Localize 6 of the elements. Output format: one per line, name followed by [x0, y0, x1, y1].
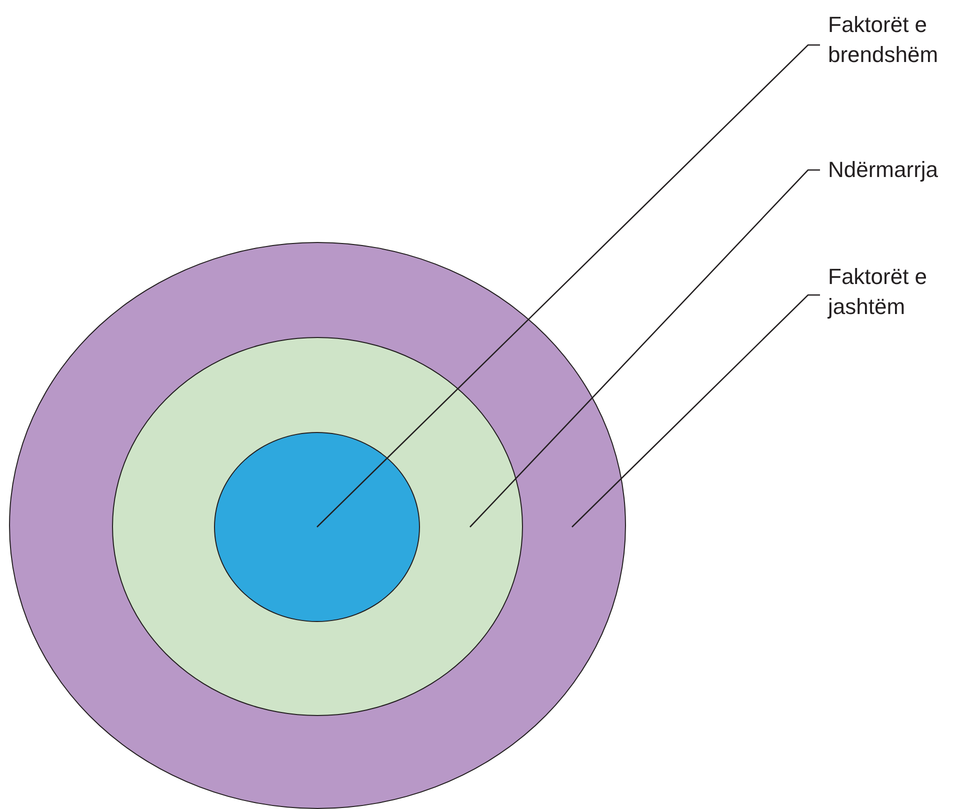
leader-line [572, 294, 820, 528]
region-label: Ndërmarrja [828, 155, 971, 187]
region-label: Faktorët e brendshëm [828, 10, 971, 80]
leader-line [316, 44, 820, 528]
region-label: Faktorët e jashtëm [828, 262, 971, 332]
leader-line [470, 169, 820, 528]
